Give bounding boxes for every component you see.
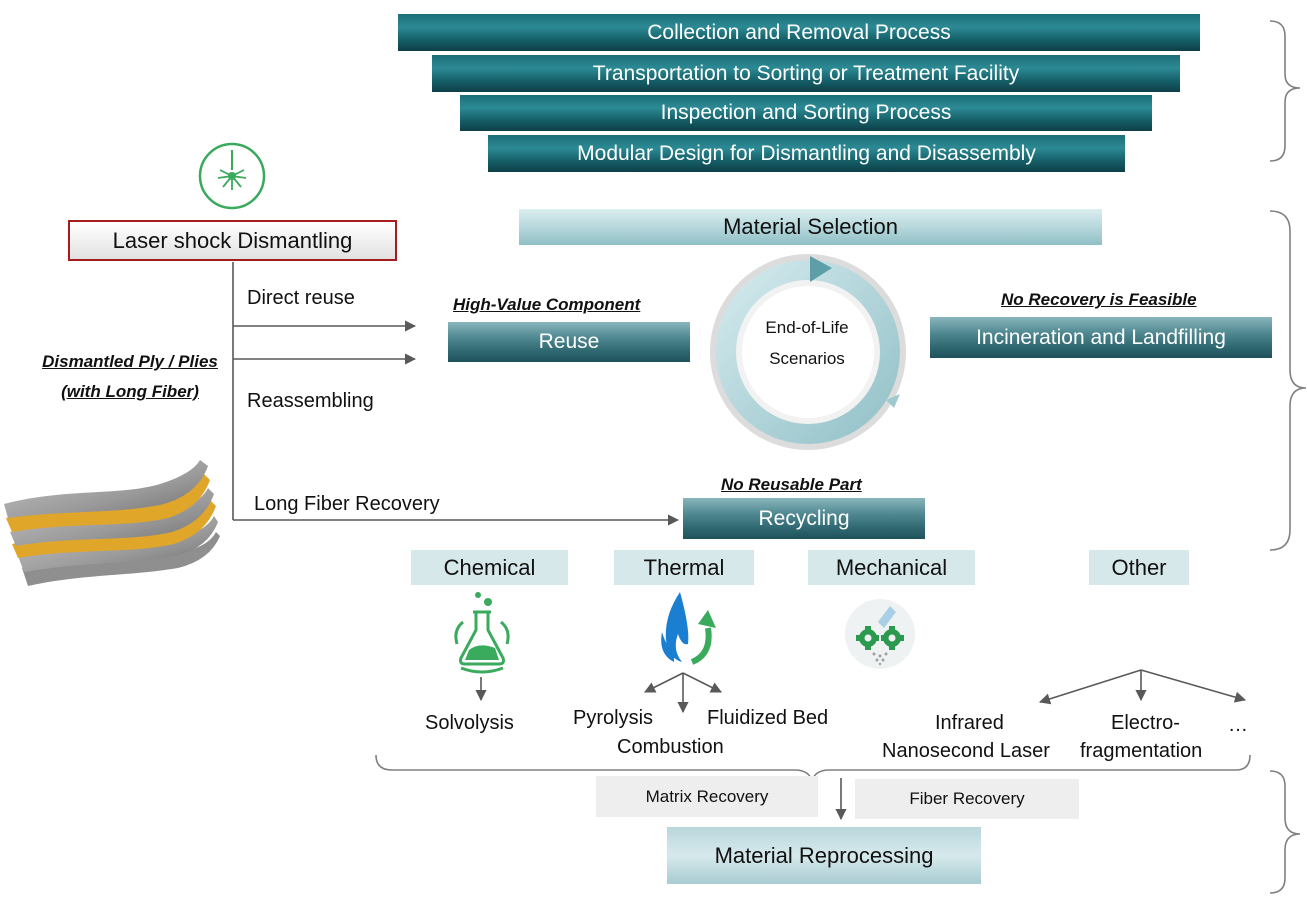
method-combustion: Combustion: [617, 736, 724, 758]
top-step-modular-design: Modular Design for Dismantling and Disas…: [488, 135, 1125, 172]
method-ellipsis: …: [1228, 714, 1248, 736]
top-step-inspection: Inspection and Sorting Process: [460, 95, 1152, 131]
laser-shock-box: Laser shock Dismantling: [68, 220, 397, 261]
cycle-label-line1: End-of-Life: [765, 318, 849, 337]
category-thermal: Thermal: [614, 550, 754, 585]
flame-recycle-icon: [661, 592, 716, 665]
right-brace-middle: [1269, 210, 1307, 551]
method-electro-line2: fragmentation: [1080, 740, 1203, 762]
method-infrared-line2: Nanosecond Laser: [882, 740, 1050, 762]
grinder-icon: [845, 599, 915, 669]
incineration-heading: No Recovery is Feasible: [1001, 290, 1197, 309]
fiber-recovery-box: Fiber Recovery: [855, 779, 1079, 819]
recycling-box: Recycling: [683, 498, 925, 539]
method-solvolysis: Solvolysis: [425, 712, 514, 734]
right-brace-bottom: [1269, 770, 1301, 894]
ply-caption: Dismantled Ply / Plies (with Long Fiber): [42, 352, 218, 401]
matrix-recovery-box: Matrix Recovery: [596, 776, 818, 817]
end-of-life-cycle: [710, 254, 906, 450]
material-selection-bar: Material Selection: [519, 209, 1102, 245]
method-infrared-line1: Infrared: [935, 712, 1004, 734]
recycling-heading: No Reusable Part: [721, 475, 862, 494]
cycle-label-line2: Scenarios: [769, 349, 845, 368]
category-chemical: Chemical: [411, 550, 568, 585]
method-pyrolysis: Pyrolysis: [573, 707, 654, 729]
top-step-transportation: Transportation to Sorting or Treatment F…: [432, 55, 1180, 92]
reuse-box: Reuse: [448, 322, 690, 362]
branch-long-fiber: Long Fiber Recovery: [254, 493, 440, 515]
ply-stack-illustration: [4, 460, 220, 586]
material-reprocessing-box: Material Reprocessing: [667, 827, 981, 884]
branch-direct-reuse: Direct reuse: [247, 287, 355, 309]
branch-reassembling: Reassembling: [247, 390, 374, 412]
method-fluidized-bed: Fluidized Bed: [707, 707, 829, 729]
category-mechanical: Mechanical: [808, 550, 975, 585]
category-other: Other: [1089, 550, 1189, 585]
laser-icon: [198, 142, 266, 210]
reuse-heading: High-Value Component: [453, 295, 641, 314]
top-step-collection: Collection and Removal Process: [398, 14, 1200, 51]
incineration-box: Incineration and Landfilling: [930, 317, 1272, 358]
right-brace-top: [1269, 20, 1301, 162]
flask-recycle-icon: [454, 592, 510, 674]
method-electro-line1: Electro-: [1111, 712, 1180, 734]
